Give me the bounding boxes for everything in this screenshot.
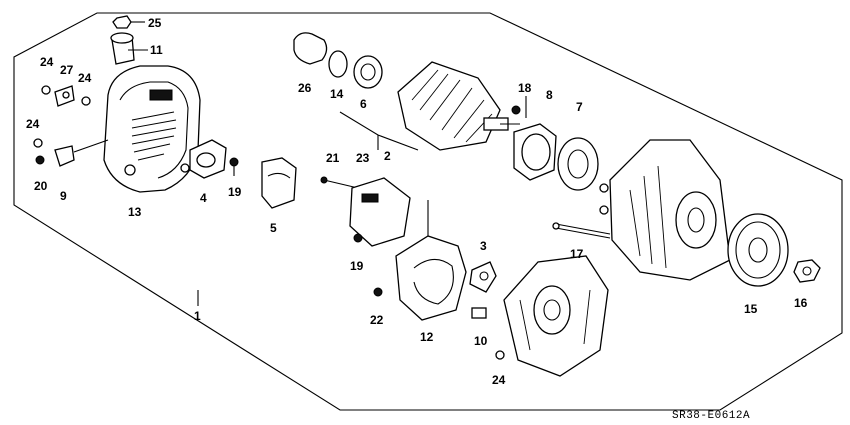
label-24-d: 24 xyxy=(492,373,506,387)
bearing-cover xyxy=(328,50,348,78)
bearing-holder xyxy=(189,139,227,179)
rear-bearing xyxy=(353,55,383,89)
label-3: 3 xyxy=(480,239,487,253)
label-19-b: 19 xyxy=(350,259,364,273)
bolt-18 xyxy=(511,96,527,118)
insulator-washer xyxy=(469,261,497,293)
screw-19-a xyxy=(229,157,239,176)
rotor xyxy=(397,61,520,151)
label-13: 13 xyxy=(128,205,142,219)
label-27: 27 xyxy=(60,63,74,77)
label-16: 16 xyxy=(794,296,808,310)
through-bolt xyxy=(552,222,611,239)
label-12: 12 xyxy=(420,330,434,344)
label-24-b: 24 xyxy=(78,71,92,85)
pulley-nut xyxy=(793,259,821,283)
label-10: 10 xyxy=(474,334,488,348)
label-1: 1 xyxy=(194,309,201,323)
label-22: 22 xyxy=(370,313,384,327)
label-2: 2 xyxy=(384,149,391,163)
label-5: 5 xyxy=(270,221,277,235)
regulator xyxy=(349,177,411,247)
assembly-boundary xyxy=(13,12,843,411)
label-6: 6 xyxy=(360,97,367,111)
nut-small xyxy=(112,15,145,29)
gasket xyxy=(293,32,328,65)
label-23: 23 xyxy=(356,151,370,165)
rear-cover xyxy=(103,65,201,193)
label-21: 21 xyxy=(326,151,340,165)
label-25: 25 xyxy=(148,16,162,30)
label-7: 7 xyxy=(576,100,583,114)
terminal-cap xyxy=(110,32,148,65)
nut-20 xyxy=(35,155,45,165)
label-18: 18 xyxy=(518,81,532,95)
label-11: 11 xyxy=(150,43,163,57)
screw-19-b xyxy=(353,233,363,243)
bearing-retainer xyxy=(513,123,557,181)
diagram-code: SR38-E0612A xyxy=(672,410,750,422)
label-19-a: 19 xyxy=(228,185,242,199)
nut-24-a xyxy=(41,85,51,95)
label-20: 20 xyxy=(34,179,48,193)
front-bearing xyxy=(557,137,599,191)
rear-frame xyxy=(503,255,609,377)
bushing xyxy=(471,307,487,319)
label-26: 26 xyxy=(298,81,312,95)
label-14: 14 xyxy=(330,87,344,101)
label-9: 9 xyxy=(60,189,67,203)
label-4: 4 xyxy=(200,191,207,205)
front-housing xyxy=(599,139,731,281)
label-15: 15 xyxy=(744,302,758,316)
nut-24-b xyxy=(81,96,91,106)
label-24-a: 24 xyxy=(40,55,54,69)
screw-22 xyxy=(373,287,383,297)
label-8: 8 xyxy=(546,88,553,102)
rectifier xyxy=(395,200,467,321)
label-17: 17 xyxy=(570,247,584,261)
bolt-21 xyxy=(320,176,359,189)
label-24-c: 24 xyxy=(26,117,40,131)
insulator xyxy=(261,157,297,209)
terminal-plate-9 xyxy=(54,145,75,167)
nut-24-c xyxy=(33,138,43,148)
pulley xyxy=(727,213,789,287)
nut-24-d xyxy=(495,350,505,360)
terminal-bracket xyxy=(54,85,75,107)
